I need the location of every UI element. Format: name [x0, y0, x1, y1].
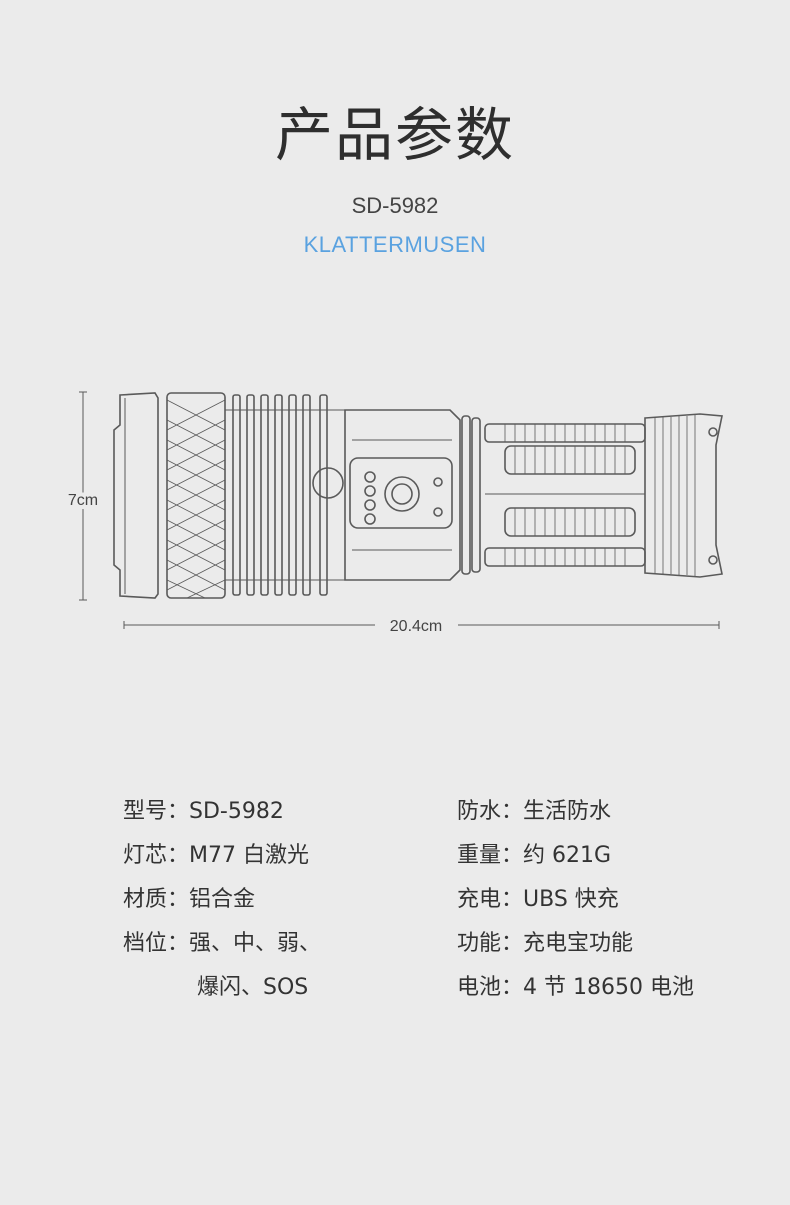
- spec-key: 档位：: [123, 931, 190, 956]
- spec-key: 电池：: [457, 975, 524, 1000]
- spec-value: 4 节 18650 电池: [523, 975, 694, 1000]
- spec-key: 型号：: [123, 799, 190, 824]
- spec-value: 充电宝功能: [523, 931, 634, 956]
- spec-row-modes: 档位： 强、中、弱、: [123, 927, 321, 971]
- spec-key: 材质：: [123, 887, 190, 912]
- page-title: 产品参数: [274, 101, 515, 169]
- spec-value: 铝合金: [189, 887, 256, 912]
- spec-row-battery: 电池：4 节 18650 电池: [457, 971, 694, 1015]
- spec-value: M77 白激光: [189, 843, 309, 868]
- spec-key: 功能：: [457, 931, 524, 956]
- spec-row-material: 材质：铝合金: [123, 883, 321, 927]
- spec-key: 防水：: [457, 799, 524, 824]
- spec-row-modes-cont: 爆闪、SOS: [123, 971, 321, 1015]
- spec-value: 强、中、弱、: [189, 931, 322, 956]
- spec-key: 重量：: [457, 843, 524, 868]
- spec-value: 生活防水: [523, 799, 612, 824]
- model-number: SD-5982: [351, 193, 439, 218]
- spec-key: 充电：: [457, 887, 524, 912]
- length-label: 20.4cm: [390, 618, 442, 635]
- spec-value: SD-5982: [189, 799, 284, 824]
- spec-row-led: 灯芯：M77 白激光: [123, 839, 321, 883]
- spec-value: 爆闪、SOS: [197, 975, 309, 1000]
- spec-row-charging: 充电：UBS 快充: [457, 883, 694, 927]
- spec-value: 约 621G: [523, 843, 612, 868]
- spec-column-right: 防水：生活防水 重量：约 621G 充电：UBS 快充 功能：充电宝功能 电池：…: [457, 795, 694, 1015]
- flashlight-diagram: 7cm 20.4cm: [64, 391, 723, 635]
- spec-value: UBS 快充: [523, 887, 619, 912]
- spec-row-model: 型号：SD-5982: [123, 795, 321, 839]
- spec-key: 灯芯：: [123, 843, 190, 868]
- brand-name: KLATTERMUSEN: [303, 232, 487, 257]
- height-label: 7cm: [68, 492, 98, 509]
- spec-column-left: 型号：SD-5982 灯芯：M77 白激光 材质：铝合金 档位： 强、中、弱、 …: [123, 795, 321, 1015]
- spec-row-weight: 重量：约 621G: [457, 839, 694, 883]
- spec-row-waterproof: 防水：生活防水: [457, 795, 694, 839]
- spec-row-function: 功能：充电宝功能: [457, 927, 694, 971]
